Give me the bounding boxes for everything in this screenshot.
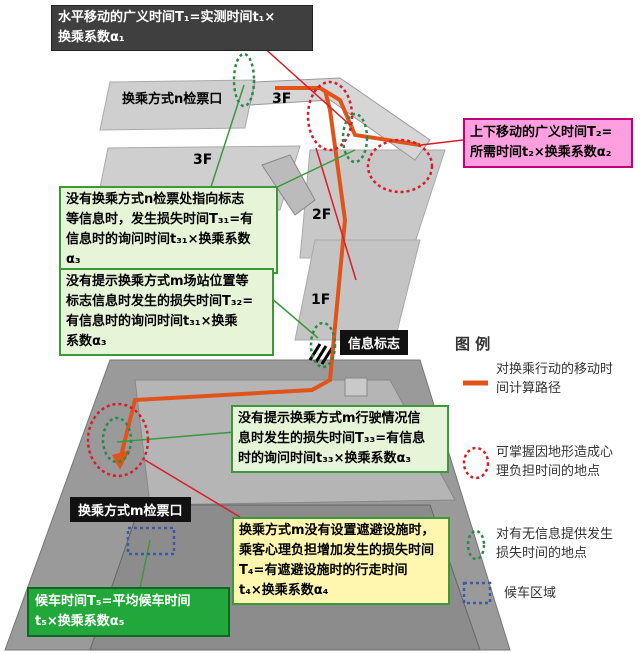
floor-label-3f-upper: 3F — [272, 91, 292, 107]
legend-waiting-symbol — [462, 581, 492, 605]
legend-item-waiting: 候车区域 — [504, 584, 634, 603]
info-loss-m-pos-line3: 有信息时的询问时间t₃₁×换乘 — [66, 314, 238, 329]
transfer-route-path-upper — [275, 86, 421, 147]
shelter-loss-line2: 乘客心理负担增加发生的损失时间 — [239, 543, 435, 558]
waiting-time-line1: 候车时间T₅=平均候车时间 — [35, 594, 191, 609]
stairs-icon — [308, 343, 334, 365]
shelter-loss-line1: 换乘方式m没有设置遮避设施时， — [239, 523, 435, 538]
legend-path-line1: 对换乘行动的移动时 — [496, 362, 614, 377]
info-loss-n-line3: 信息时的询问时间t₃₁×换乘系数 — [66, 232, 251, 247]
info-loss-box-n: 没有换乘方式n检票处指向标志 等信息时，发生损失时间T₃₁=有 信息时的询问时间… — [59, 186, 278, 274]
transfer-route-path — [118, 89, 348, 461]
vertical-move-box: 上下移动的广义时间T₂= 所需时间t₂×换乘系数α₂ — [463, 118, 633, 168]
shelter-loss-line4: t₄×换乘系数α₄ — [239, 583, 329, 598]
info-marker-1 — [232, 52, 256, 108]
info-loss-m-pos-line4: 系数α₃ — [66, 334, 107, 349]
info-sign-label: 信息标志 — [340, 330, 409, 355]
info-marker-2 — [341, 112, 369, 164]
legend-item-terrain: 可掌握因地形造成心 理负担时间的地点 — [496, 443, 636, 481]
bus-stop-marker — [344, 377, 368, 397]
floor-1f-platform — [294, 239, 421, 341]
info-loss-m-op-line3: 时的询问时间t₃₃×换乘系数α₃ — [238, 451, 412, 466]
terrain-marker-1 — [306, 80, 354, 152]
legend-waiting-line1: 候车区域 — [504, 586, 557, 601]
legend-terrain-symbol — [462, 446, 490, 480]
info-loss-box-m-position: 没有提示换乘方式m场站位置等 标志信息时发生的损失时间T₃₂= 有信息时的询问时… — [59, 268, 274, 356]
connector-yellow — [144, 459, 241, 518]
info-marker-4 — [101, 416, 133, 464]
legend-info-symbol — [466, 529, 486, 561]
connector-g2 — [269, 296, 319, 339]
legend-terrain-line2: 理负担时间的地点 — [496, 464, 601, 479]
legend-info-line2: 损失时间的地点 — [496, 546, 588, 561]
legend-terrain-line1: 可掌握因地形造成心 — [496, 445, 614, 460]
legend-path-line2: 间计算路径 — [496, 381, 562, 396]
info-loss-n-line1: 没有换乘方式n检票处指向标志 — [66, 192, 245, 207]
vertical-move-line2: 所需时间t₂×换乘系数α₂ — [470, 145, 612, 160]
gate-m-label: 换乘方式m检票口 — [70, 497, 191, 522]
path-end-arrow — [112, 450, 130, 470]
floor-label-1f: 1F — [311, 292, 331, 308]
connector-dkg — [139, 539, 151, 589]
info-loss-box-m-operation: 没有提示换乘方式m行驶情况信 息时发生的损失时间T₃₃=有信息 时的询问时间t₃… — [231, 405, 449, 473]
info-loss-m-pos-line2: 标志信息时发生的损失时间T₃₂= — [66, 294, 254, 309]
horizontal-move-line1: 水平移动的广义时间T₁=实测时间t₁× — [58, 10, 276, 25]
vertical-move-line1: 上下移动的广义时间T₂= — [470, 125, 613, 140]
floor-label-3f-lower: 3F — [193, 152, 213, 168]
info-loss-m-op-line1: 没有提示换乘方式m行驶情况信 — [238, 411, 421, 426]
floor-label-2f: 2F — [312, 207, 332, 223]
terrain-marker-3 — [86, 402, 150, 478]
horizontal-move-box: 水平移动的广义时间T₁=实测时间t₁× 换乘系数α₁ — [51, 5, 313, 51]
legend-item-info: 对有无信息提供发生 损失时间的地点 — [496, 525, 636, 563]
connector-g3 — [116, 431, 236, 443]
connector-mid — [315, 147, 357, 281]
gate-n-label: 换乘方式n检票口 — [122, 92, 223, 107]
info-marker-3 — [309, 321, 337, 369]
escalator-bridge — [249, 77, 431, 161]
legend-title: 图 例 — [455, 335, 491, 353]
waiting-time-box: 候车时间T₅=平均候车时间 t₅×换乘系数α₅ — [27, 587, 230, 637]
horizontal-move-line2: 换乘系数α₁ — [58, 30, 125, 45]
info-loss-m-op-line2: 息时发生的损失时间T₃₃=有信息 — [238, 431, 426, 446]
waiting-time-line2: t₅×换乘系数α₅ — [35, 614, 125, 629]
legend-item-path: 对换乘行动的移动时 间计算路径 — [496, 360, 636, 398]
info-loss-m-pos-line1: 没有提示换乘方式m场站位置等 — [66, 274, 249, 289]
floor-3f-upper-platform — [99, 79, 256, 131]
shelter-loss-line3: T₄=有遮避设施时的行走时间 — [239, 563, 408, 578]
connector-pink — [420, 139, 464, 146]
shelter-loss-box: 换乘方式m没有设置遮避设施时， 乘客心理负担增加发生的损失时间 T₄=有遮避设施… — [232, 517, 450, 605]
info-loss-n-line2: 等信息时，发生损失时间T₃₁=有 — [66, 212, 254, 227]
info-loss-n-line4: α₃ — [66, 252, 81, 267]
escalator-left — [261, 154, 316, 216]
terrain-marker-2 — [366, 138, 434, 194]
legend-info-line1: 对有无信息提供发生 — [496, 527, 614, 542]
